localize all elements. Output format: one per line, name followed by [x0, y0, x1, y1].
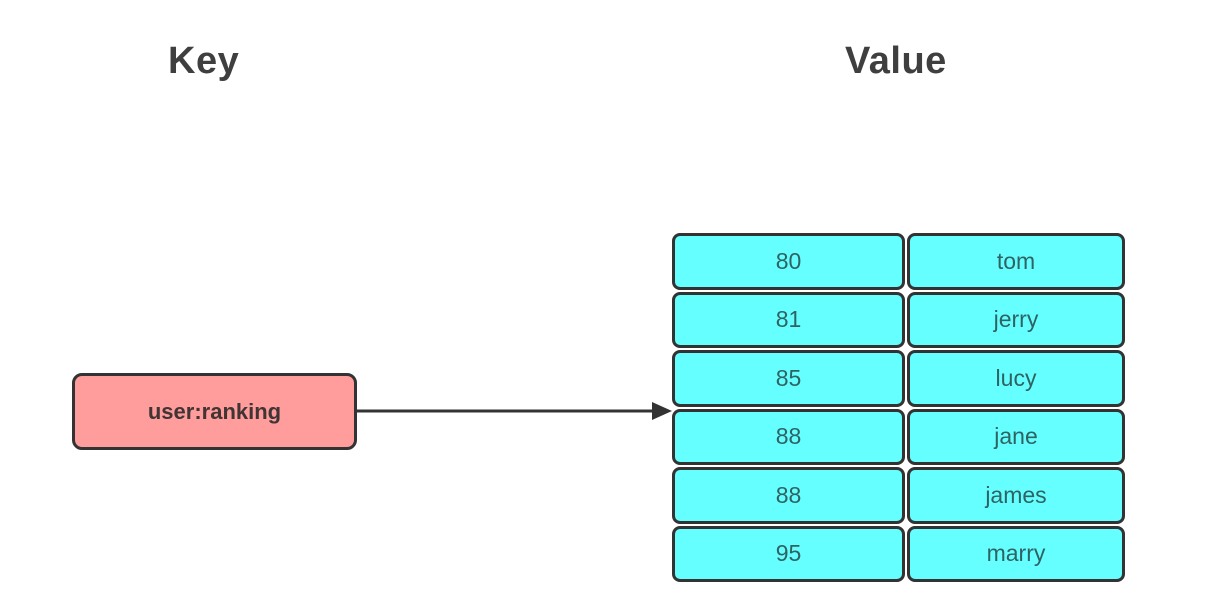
score-cell: 95	[672, 525, 905, 582]
arrow-connector	[356, 402, 672, 420]
arrow-head-icon	[652, 402, 672, 420]
member-cell: jerry	[907, 291, 1125, 348]
score-cell: 88	[672, 408, 905, 465]
value-column-header: Value	[845, 40, 947, 82]
key-box: user:ranking	[72, 373, 357, 450]
score-cell: 81	[672, 291, 905, 348]
score-cell: 80	[672, 233, 905, 290]
key-column-header: Key	[168, 40, 240, 82]
value-table: 80 tom 81 jerry 85 lucy 88 jane 88 james…	[672, 233, 1125, 582]
key-box-label: user:ranking	[147, 398, 282, 424]
member-cell: lucy	[907, 350, 1125, 407]
member-cell: jane	[907, 408, 1125, 465]
member-cell: tom	[907, 233, 1125, 290]
score-cell: 85	[672, 350, 905, 407]
member-cell: james	[907, 467, 1125, 524]
member-cell: marry	[907, 525, 1125, 582]
score-cell: 88	[672, 467, 905, 524]
